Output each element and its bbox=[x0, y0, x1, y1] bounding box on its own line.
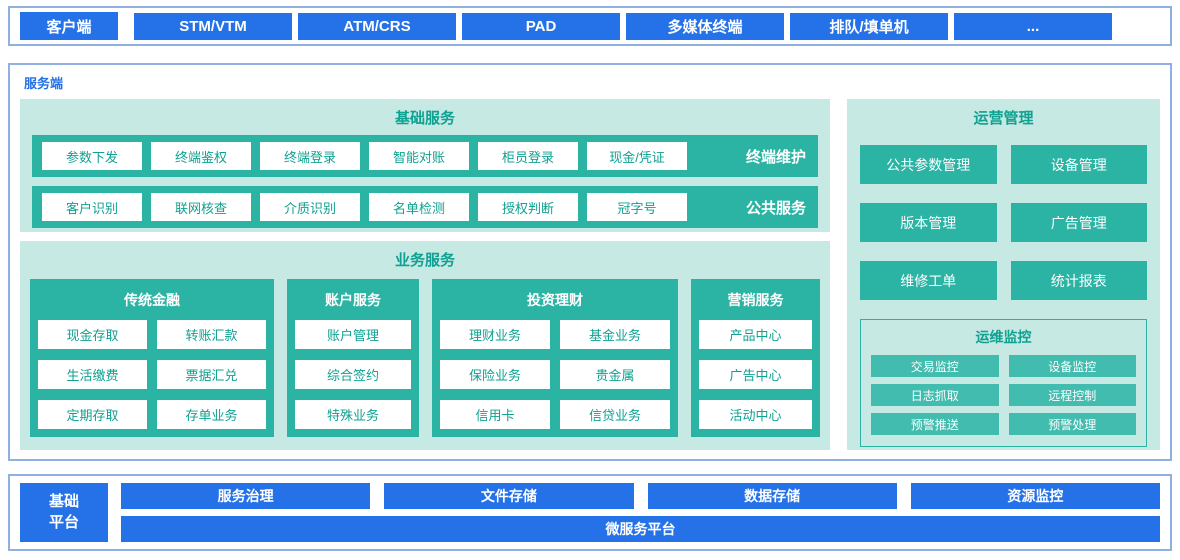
group-title: 投资理财 bbox=[527, 292, 583, 308]
server-label: 服务端 bbox=[24, 76, 64, 91]
platform-label: 基础平台 bbox=[20, 483, 108, 542]
client-label: 客户端 bbox=[20, 12, 118, 40]
business-item: 存单业务 bbox=[157, 400, 266, 429]
basic-service-item: 终端登录 bbox=[260, 142, 360, 170]
monitoring-item: 设备监控 bbox=[1008, 355, 1136, 377]
business-item: 票据汇兑 bbox=[157, 360, 266, 389]
monitoring-item: 远程控制 bbox=[1008, 384, 1136, 406]
business-services-title: 业务服务 bbox=[394, 252, 455, 269]
platform-label-text: 基础平台 bbox=[49, 493, 80, 531]
group-marketing-services: 营销服务 产品中心 广告中心 活动中心 bbox=[691, 279, 820, 437]
group-title: 营销服务 bbox=[727, 292, 784, 308]
basic-service-item: 柜员登录 bbox=[478, 142, 578, 170]
basic-service-item: 智能对账 bbox=[369, 142, 469, 170]
basic-services-panel: 基础服务 参数下发 终端鉴权 终端登录 智能对账 柜员登录 现金/凭证 终端维护… bbox=[20, 99, 830, 232]
business-item: 产品中心 bbox=[699, 320, 812, 349]
monitoring-panel: 运维监控 交易监控 设备监控 日志抓取 远程控制 预警推送 预警处理 bbox=[860, 319, 1147, 447]
operations-item: 版本管理 bbox=[860, 203, 997, 242]
client-items: STM/VTM ATM/CRS PAD 多媒体终端 排队/填单机 ... bbox=[134, 12, 1112, 40]
group-investment: 投资理财 理财业务 基金业务 保险业务 贵金属 信用卡 信贷业务 bbox=[432, 279, 678, 437]
business-item: 理财业务 bbox=[440, 320, 550, 349]
basic-service-item: 参数下发 bbox=[42, 142, 142, 170]
platform-item-resource-monitor: 资源监控 bbox=[910, 483, 1160, 509]
basic-service-item: 冠字号 bbox=[587, 193, 687, 221]
business-item: 信用卡 bbox=[440, 400, 550, 429]
basic-services-title: 基础服务 bbox=[394, 110, 455, 127]
operations-item: 统计报表 bbox=[1010, 261, 1147, 300]
basic-service-item: 终端鉴权 bbox=[151, 142, 251, 170]
terminal-maintenance-label: 终端维护 bbox=[745, 148, 806, 166]
business-groups: 传统金融 现金存取 转账汇款 生活缴费 票据汇兑 定期存取 存单业务 账户服务 bbox=[20, 277, 830, 450]
server-left-column: 基础服务 参数下发 终端鉴权 终端登录 智能对账 柜员登录 现金/凭证 终端维护… bbox=[20, 99, 830, 450]
monitoring-item: 预警推送 bbox=[871, 413, 999, 435]
monitoring-item: 预警处理 bbox=[1008, 413, 1136, 435]
basic-service-item: 客户识别 bbox=[42, 193, 142, 221]
platform-items: 服务治理 文件存储 数据存储 资源监控 微服务平台 bbox=[121, 483, 1160, 542]
operations-item: 设备管理 bbox=[1010, 145, 1147, 184]
operations-item: 公共参数管理 bbox=[860, 145, 997, 184]
group-traditional-finance: 传统金融 现金存取 转账汇款 生活缴费 票据汇兑 定期存取 存单业务 bbox=[30, 279, 274, 437]
business-item: 广告中心 bbox=[699, 360, 812, 389]
client-item-atm-crs: ATM/CRS bbox=[298, 12, 456, 40]
business-item: 生活缴费 bbox=[38, 360, 147, 389]
terminal-maintenance-row: 参数下发 终端鉴权 终端登录 智能对账 柜员登录 现金/凭证 终端维护 bbox=[32, 135, 818, 177]
business-item: 定期存取 bbox=[38, 400, 147, 429]
public-services-row: 客户识别 联网核查 介质识别 名单检测 授权判断 冠字号 公共服务 bbox=[32, 186, 818, 228]
platform-item-data-storage: 数据存储 bbox=[647, 483, 897, 509]
client-item-pad: PAD bbox=[462, 12, 620, 40]
operations-grid: 公共参数管理 设备管理 版本管理 广告管理 维修工单 统计报表 bbox=[847, 135, 1160, 300]
group-title: 传统金融 bbox=[124, 292, 180, 308]
monitoring-grid: 交易监控 设备监控 日志抓取 远程控制 预警推送 预警处理 bbox=[861, 353, 1146, 446]
monitoring-item: 日志抓取 bbox=[871, 384, 999, 406]
platform-item-file-storage: 文件存储 bbox=[384, 483, 634, 509]
client-item-multimedia-terminal: 多媒体终端 bbox=[626, 12, 784, 40]
operations-item: 维修工单 bbox=[860, 261, 997, 300]
monitoring-title: 运维监控 bbox=[975, 329, 1032, 345]
business-item: 保险业务 bbox=[440, 360, 550, 389]
platform-item-service-governance: 服务治理 bbox=[121, 483, 371, 509]
platform-item-microservice-platform: 微服务平台 bbox=[121, 516, 1160, 542]
group-account-services: 账户服务 账户管理 综合签约 特殊业务 bbox=[287, 279, 419, 437]
basic-service-item: 现金/凭证 bbox=[587, 142, 687, 170]
basic-service-item: 名单检测 bbox=[369, 193, 469, 221]
business-item: 基金业务 bbox=[560, 320, 670, 349]
business-item: 信贷业务 bbox=[560, 400, 670, 429]
operations-panel: 运营管理 公共参数管理 设备管理 版本管理 广告管理 维修工单 统计报表 运维监… bbox=[847, 99, 1160, 450]
business-services-panel: 业务服务 传统金融 现金存取 转账汇款 生活缴费 票据汇兑 定期存取 存单业务 bbox=[20, 241, 830, 450]
client-item-more: ... bbox=[954, 12, 1112, 40]
monitoring-item: 交易监控 bbox=[871, 355, 999, 377]
client-item-queue-form-machine: 排队/填单机 bbox=[790, 12, 948, 40]
basic-service-item: 授权判断 bbox=[478, 193, 578, 221]
business-item: 现金存取 bbox=[38, 320, 147, 349]
basic-service-item: 介质识别 bbox=[260, 193, 360, 221]
business-item: 贵金属 bbox=[560, 360, 670, 389]
operations-item: 广告管理 bbox=[1010, 203, 1147, 242]
operations-title: 运营管理 bbox=[973, 110, 1034, 127]
group-title: 账户服务 bbox=[325, 292, 381, 308]
public-services-label: 公共服务 bbox=[745, 199, 806, 217]
business-item: 特殊业务 bbox=[295, 400, 411, 429]
business-item: 转账汇款 bbox=[157, 320, 266, 349]
business-item: 活动中心 bbox=[699, 400, 812, 429]
business-item: 账户管理 bbox=[295, 320, 411, 349]
client-bar: 客户端 STM/VTM ATM/CRS PAD 多媒体终端 排队/填单机 ... bbox=[8, 6, 1172, 46]
server-frame: 服务端 基础服务 参数下发 终端鉴权 终端登录 智能对账 柜员登录 现金/凭证 … bbox=[8, 63, 1172, 461]
platform-bar: 基础平台 服务治理 文件存储 数据存储 资源监控 微服务平台 bbox=[8, 474, 1172, 551]
basic-service-item: 联网核查 bbox=[151, 193, 251, 221]
client-item-stm-vtm: STM/VTM bbox=[134, 12, 292, 40]
server-body: 基础服务 参数下发 终端鉴权 终端登录 智能对账 柜员登录 现金/凭证 终端维护… bbox=[20, 99, 1160, 450]
business-item: 综合签约 bbox=[295, 360, 411, 389]
